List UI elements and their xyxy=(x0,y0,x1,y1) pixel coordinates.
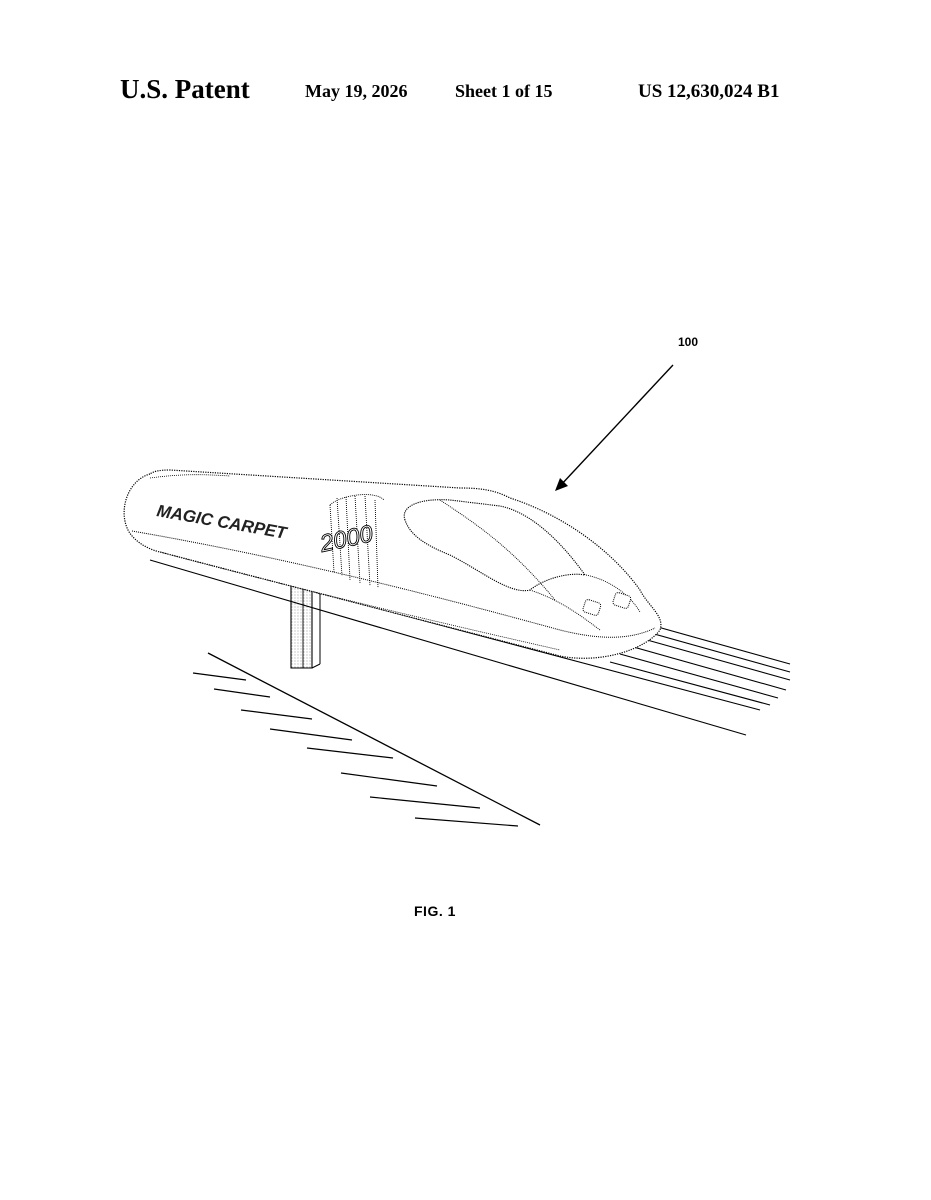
sheet-indicator: Sheet 1 of 15 xyxy=(455,81,553,101)
maglev-train: MAGIC CARPET 2000 xyxy=(123,469,662,659)
headlight-right xyxy=(612,592,632,609)
patent-header: U.S. Patent May 19, 2026 Sheet 1 of 15 U… xyxy=(0,70,931,110)
ground-hatching xyxy=(192,672,519,827)
patent-title: U.S. Patent xyxy=(120,74,250,104)
patent-date: May 19, 2026 xyxy=(305,81,408,101)
reference-numeral: 100 xyxy=(678,335,699,349)
ground-edge-line xyxy=(207,652,541,826)
guideway-track xyxy=(149,547,791,736)
headlight-left xyxy=(582,599,602,616)
livery-stripes xyxy=(329,494,385,589)
support-pylon xyxy=(290,584,321,669)
windshield xyxy=(403,499,587,592)
figure-caption: FIG. 1 xyxy=(414,903,456,919)
reference-arrow xyxy=(555,364,674,491)
patent-number: US 12,630,024 B1 xyxy=(638,81,780,102)
